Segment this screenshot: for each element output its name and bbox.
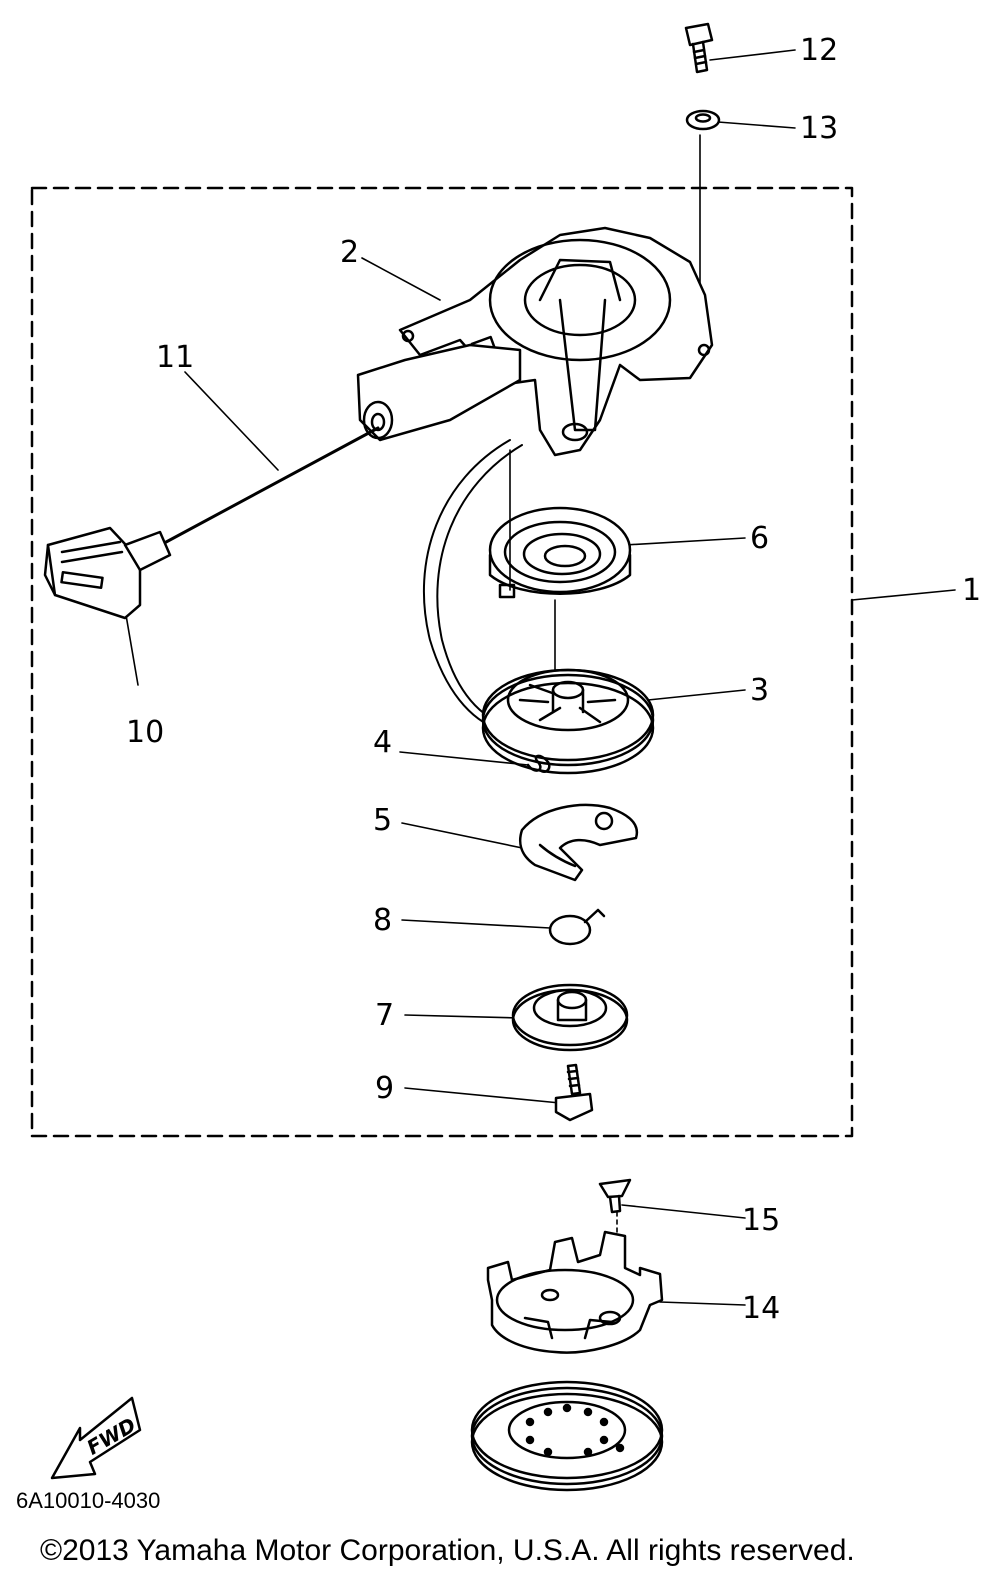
callout-9: 9 (375, 1071, 394, 1106)
callout-6: 6 (750, 521, 769, 556)
screw-icon (554, 1063, 594, 1122)
callout-7: 7 (375, 998, 394, 1033)
callout-15: 15 (742, 1203, 780, 1238)
assembly-boundary-box (30, 186, 854, 1138)
starter-pulley-icon (486, 1230, 664, 1354)
callout-10: 10 (126, 715, 164, 750)
callout-2: 2 (340, 235, 359, 270)
flywheel-icon (470, 1380, 664, 1492)
drive-spring-icon (526, 754, 551, 773)
callout-13: 13 (800, 111, 838, 146)
leader-lines (125, 49, 956, 1306)
callout-11: 11 (156, 340, 194, 375)
copyright-notice: ©2013 Yamaha Motor Corporation, U.S.A. A… (40, 1534, 855, 1567)
fwd-arrow-icon (50, 1396, 142, 1480)
drive-plate-icon (511, 983, 629, 1052)
callout-4: 4 (373, 725, 392, 760)
starter-rope-icon (153, 426, 523, 731)
callout-8: 8 (373, 903, 392, 938)
diagram-code: 6A10010-4030 (16, 1488, 160, 1513)
callout-12: 12 (800, 33, 838, 68)
drive-pawl-icon (518, 803, 639, 882)
callout-5: 5 (373, 803, 392, 838)
washer-icon (685, 109, 721, 131)
bolt-icon (684, 22, 714, 74)
sheave-drum-icon (481, 599, 655, 775)
callout-3: 3 (750, 673, 769, 708)
callout-1: 1 (962, 573, 981, 608)
starter-case-icon (356, 226, 714, 457)
rope-handle-icon (43, 526, 172, 620)
callout-14: 14 (742, 1291, 780, 1326)
spiral-spring-icon (488, 449, 632, 599)
clip-spring-icon (548, 908, 606, 946)
